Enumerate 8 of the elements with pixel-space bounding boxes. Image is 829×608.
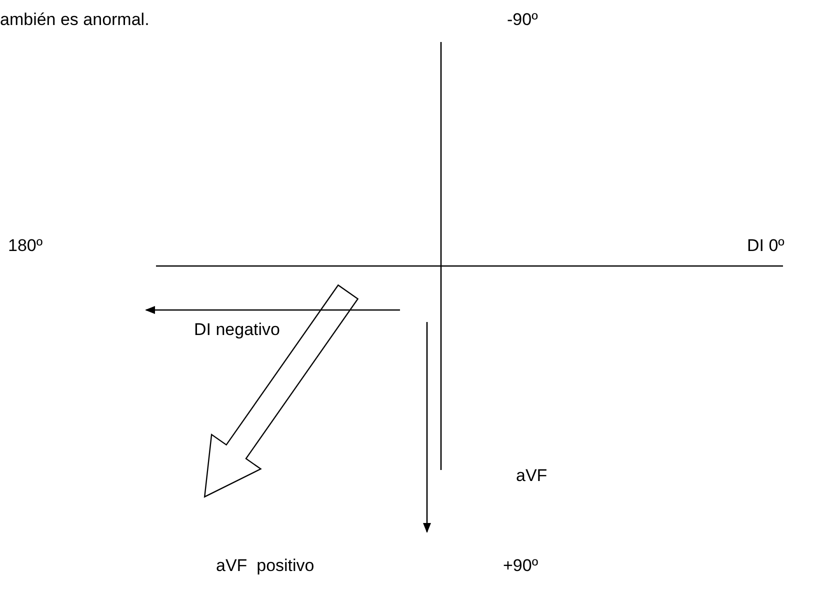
angle-label: 180º — [8, 236, 43, 256]
lead-label: aVF — [516, 466, 548, 486]
lead-label: aVF positivo — [216, 556, 314, 576]
angle-label: -90º — [507, 10, 538, 30]
angle-label: +90º — [503, 556, 538, 576]
note-text: ambién es anormal. — [0, 10, 150, 30]
lead-label: DI negativo — [194, 320, 280, 340]
lead-angle-label: DI 0º — [747, 236, 784, 256]
